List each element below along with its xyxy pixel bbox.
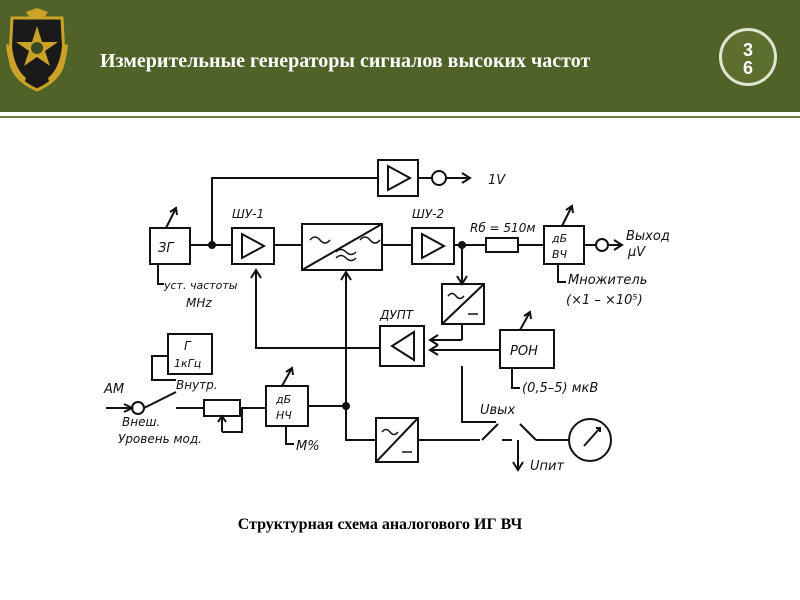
emblem-icon [6,8,68,92]
label-g: Г [184,339,192,353]
diagram-caption: Структурная схема аналогового ИГ ВЧ [237,516,523,533]
label-mu-v: μV [627,245,646,260]
meter-icon [568,418,612,462]
label-mnozhitel-range: (×1 – ×10⁵) [566,293,643,308]
pot-wiper-arrow [217,414,227,423]
label-dupt: ДУПТ [379,308,415,322]
label-ust-chastoty: уст. частоты [163,279,238,292]
shu2-block [411,227,455,265]
modulator-wave-center [335,248,357,262]
modulator-diagonal [301,223,383,271]
generator-lf-block [167,333,213,375]
label-rb: Rб = 510м [470,221,535,235]
ron-block [499,329,555,369]
label-mhz: MHz [186,296,212,310]
label-db-vch-1: дБ [551,232,567,245]
shu2-triangle [421,232,447,260]
buffer-amp-triangle [387,164,413,192]
shu1-triangle [241,232,267,260]
label-uroven-mod: Уровень мод. [118,432,202,446]
block-diagram: 1V ЗГ ШУ-1 ШУ-2 Rб = 510м дБ ВЧ Выход μV… [103,159,670,474]
modulator-wave-right [359,236,381,244]
detector-bottom-wave [381,428,399,436]
arrow-ron-dupt [428,344,439,356]
meter-switch [481,423,499,441]
label-vnesh: Внеш. [122,415,160,429]
attenuator-nch-arrowhead [285,366,294,376]
label-mnozhitel: Множитель [568,273,647,288]
slide-number-line2: 6 [742,58,753,78]
meter-needle-tip [596,427,601,432]
label-u-vyh: Uвых [480,403,515,418]
wire-top-branch [211,177,378,245]
dupt-triangle [390,330,415,362]
label-db-vch-2: ВЧ [552,248,568,261]
attenuator-vch-arrowhead [565,204,574,214]
dupt-block [379,325,425,367]
zg-tuning-arrowhead [169,206,178,216]
arrow-mod-signal [340,270,352,281]
wire-mod-signal [308,272,347,407]
slide-number-badge: 3 6 [719,28,777,86]
resistor-rb [485,237,519,253]
label-shu1: ШУ-1 [232,207,264,221]
arrow-upit [512,461,524,472]
label-ron: РОН [510,344,538,359]
wire-to-detector-bottom [345,406,376,441]
arrow-feedback-shu1 [250,268,262,279]
label-vyhod: Выход [626,229,670,244]
label-zg: ЗГ [158,241,175,256]
out-1v-connector [431,170,447,186]
wire-feedback-shu1 [255,270,380,349]
header-accent-line [0,116,800,118]
slide-number-line1: 3 [742,40,753,60]
meter-switch-2 [519,423,537,441]
label-shu2: ШУ-2 [412,207,444,221]
detector-bottom-diagonal [375,417,419,463]
ron-leader [511,368,520,389]
label-vnutr: Внутр. [176,378,218,392]
wire-wiper [222,408,243,433]
arrow-into-dupt [428,334,439,346]
header-divider [0,112,800,116]
detector-top-wave [447,292,465,300]
label-g-freq: 1кГц [174,357,201,370]
label-out-1v: 1V [488,173,506,188]
attenuator-nch-arrow [281,367,293,387]
label-u-pit: Uпит [530,459,564,474]
label-m-percent: M% [296,439,320,454]
meter-needle [583,427,601,447]
label-db-nch-1: дБ [275,393,291,406]
wire-uvyh [461,366,496,423]
output-connector [595,238,609,252]
mnozhitel-leader [557,264,566,283]
label-ron-range: (0,5–5) мкВ [522,381,598,396]
m-percent-leader [285,426,294,445]
modulation-potentiometer [203,399,241,417]
label-am: AM [103,382,124,397]
arrow-output [613,239,624,251]
slide-header [0,0,800,112]
label-db-nch-2: НЧ [276,409,292,422]
ron-arrow [519,311,531,331]
slide-title: Измерительные генераторы сигналов высоки… [100,50,591,72]
switch-int-ext [143,391,177,409]
attenuator-vch-arrow [561,205,573,227]
arrow-1v [461,172,472,184]
ron-arrowhead [523,310,532,320]
zg-tuning-arrow [165,207,177,229]
shu1-block [231,227,275,265]
modulator-wave-left [309,236,331,244]
ust-chastoty-leader [157,264,164,285]
junction-1 [208,241,216,249]
detector-top-diagonal [441,283,485,325]
modulator-block [301,223,383,271]
wire-g-switch [151,355,176,381]
